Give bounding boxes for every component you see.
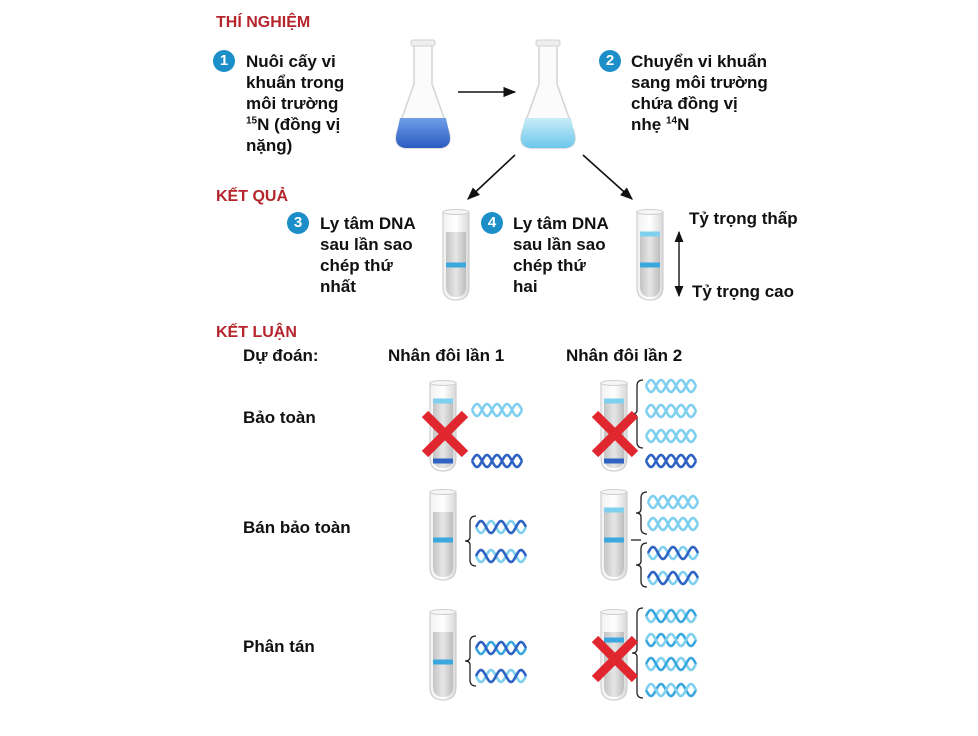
conservative-rep1-helix-heavy (470, 453, 524, 469)
split-arrow-left (467, 154, 516, 200)
dispersive-tube-rep1-band-0 (433, 659, 453, 665)
semiconservative-rep2-helix-hybrid-b (646, 570, 700, 586)
conservative-rep2-helix-light-0 (644, 378, 698, 394)
model-dispersive-label: Phân tán (243, 637, 315, 656)
step-4-text: Ly tâm DNA sau lần sao chép thứ hai (513, 214, 609, 296)
semiconservative-tube-rep1-band-0 (433, 537, 453, 543)
dispersive-rep1-brace (464, 635, 477, 687)
column-replication-1: Nhân đôi lần 1 (388, 346, 505, 365)
section-conclusion: KẾT LUẬN (216, 324, 297, 341)
flask-light-icon (520, 39, 576, 149)
rejected-model-marks (421, 410, 639, 683)
dispersive-rep2-helix-2 (644, 656, 698, 672)
conservative-rep2-helix-light-2 (644, 428, 698, 444)
semiconservative-rep2-helix-hybrid-a (646, 545, 700, 561)
semiconservative-tube-rep2-band-1 (604, 537, 624, 543)
model-semiconservative-label: Bán bảo toàn (243, 518, 351, 537)
result-tube-rep1-band-0 (446, 262, 466, 268)
dispersive-rep2-brace (631, 607, 644, 699)
conservative-tube-rep1-band-1 (433, 458, 453, 464)
dna-helices (470, 378, 700, 698)
density-low-label: Tỷ trọng thấp (689, 209, 798, 228)
split-arrow-right (582, 154, 633, 200)
dispersive-rep2-reject-mark (591, 635, 639, 683)
step-4-badge: 4 (481, 212, 503, 234)
step-2-text: Chuyển vi khuẩn sang môi trường chứa đồn… (631, 52, 768, 134)
column-replication-2: Nhân đôi lần 2 (566, 346, 683, 365)
section-experiment: THÍ NGHIỆM (216, 14, 311, 31)
density-high-label: Tỷ trọng cao (692, 282, 795, 301)
conservative-tube-rep2-band-0 (604, 398, 624, 404)
semiconservative-rep2-brace-light (635, 491, 648, 535)
semiconservative-rep1-helix-a (474, 519, 528, 535)
conservative-rep2-helix-light-1 (644, 403, 698, 419)
conservative-rep1-reject-mark (421, 410, 469, 458)
result-tube-rep2-band-1 (640, 262, 660, 268)
step-3-badge: 3 (287, 212, 309, 234)
conservative-rep2-helix-heavy (644, 453, 698, 469)
dispersive-rep2-helix-1 (644, 632, 698, 648)
dispersive-rep2-helix-0 (644, 608, 698, 624)
dispersive-rep2-helix-3 (644, 682, 698, 698)
dispersive-tube-rep1 (429, 609, 457, 701)
conservative-rep1-helix-light (470, 402, 524, 418)
step-1-badge: 1 (213, 50, 235, 72)
dispersive-rep1-helix-b (474, 668, 528, 684)
flask-heavy-icon (395, 39, 451, 149)
conservative-tube-rep1-band-0 (433, 398, 453, 404)
semiconservative-rep2-helix-light-a (646, 494, 700, 510)
conservative-tube-rep2-band-1 (604, 458, 624, 464)
step-3-text: Ly tâm DNA sau lần sao chép thứ nhất (320, 214, 416, 296)
model-conservative-label: Bảo toàn (243, 408, 316, 427)
result-tube-rep2 (636, 209, 664, 301)
semiconservative-tube-rep1 (429, 489, 457, 581)
conservative-rep2-reject-mark (591, 410, 639, 458)
semiconservative-rep1-helix-b (474, 548, 528, 564)
semiconservative-rep2-brace-hybrid (635, 542, 648, 588)
semiconservative-rep1-brace (464, 515, 477, 567)
dispersive-tube-rep2-band-0 (604, 637, 624, 643)
semiconservative-rep2-helix-light-b (646, 516, 700, 532)
semiconservative-tube-rep2 (600, 489, 628, 581)
prediction-label: Dự đoán: (243, 346, 319, 365)
semiconservative-tube-rep2-band-0 (604, 507, 624, 513)
section-result: KẾT QUẢ (216, 188, 288, 205)
result-tube-rep2-band-0 (640, 231, 660, 237)
step-2-badge: 2 (599, 50, 621, 72)
result-tube-rep1 (442, 209, 470, 301)
dispersive-rep1-helix-a (474, 640, 528, 656)
step-1-text: Nuôi cấy vi khuẩn trong môi trường 15N (… (246, 52, 345, 155)
